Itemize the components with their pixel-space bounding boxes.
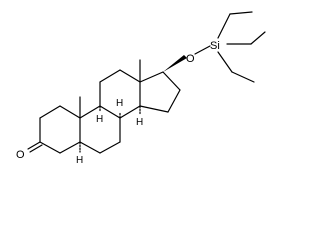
ring-b	[79, 105, 121, 154]
c9-hydrogen: H	[96, 105, 103, 125]
c17-oxygen-wedge	[163, 55, 187, 72]
svg-text:H: H	[136, 117, 143, 128]
svg-text:H: H	[96, 114, 103, 125]
ether-oxygen-label: O	[186, 53, 195, 65]
c5-hydrogen: H	[76, 141, 83, 166]
c8-hydrogen: H	[116, 98, 123, 119]
c14-hydrogen: H	[136, 105, 143, 128]
ring-c	[99, 69, 141, 119]
ring-d	[139, 71, 181, 113]
silicon-label: Si	[210, 40, 220, 52]
ketone-group: O	[16, 141, 43, 161]
o-si-bond	[194, 45, 211, 55]
steroid-silyl-ether-structure: O O Si H	[16, 11, 266, 166]
svg-text:H: H	[76, 155, 83, 166]
ring-a	[39, 105, 81, 154]
triethylsilyl-groups	[217, 11, 266, 83]
svg-text:H: H	[116, 98, 123, 109]
ketone-oxygen-label: O	[16, 149, 25, 161]
